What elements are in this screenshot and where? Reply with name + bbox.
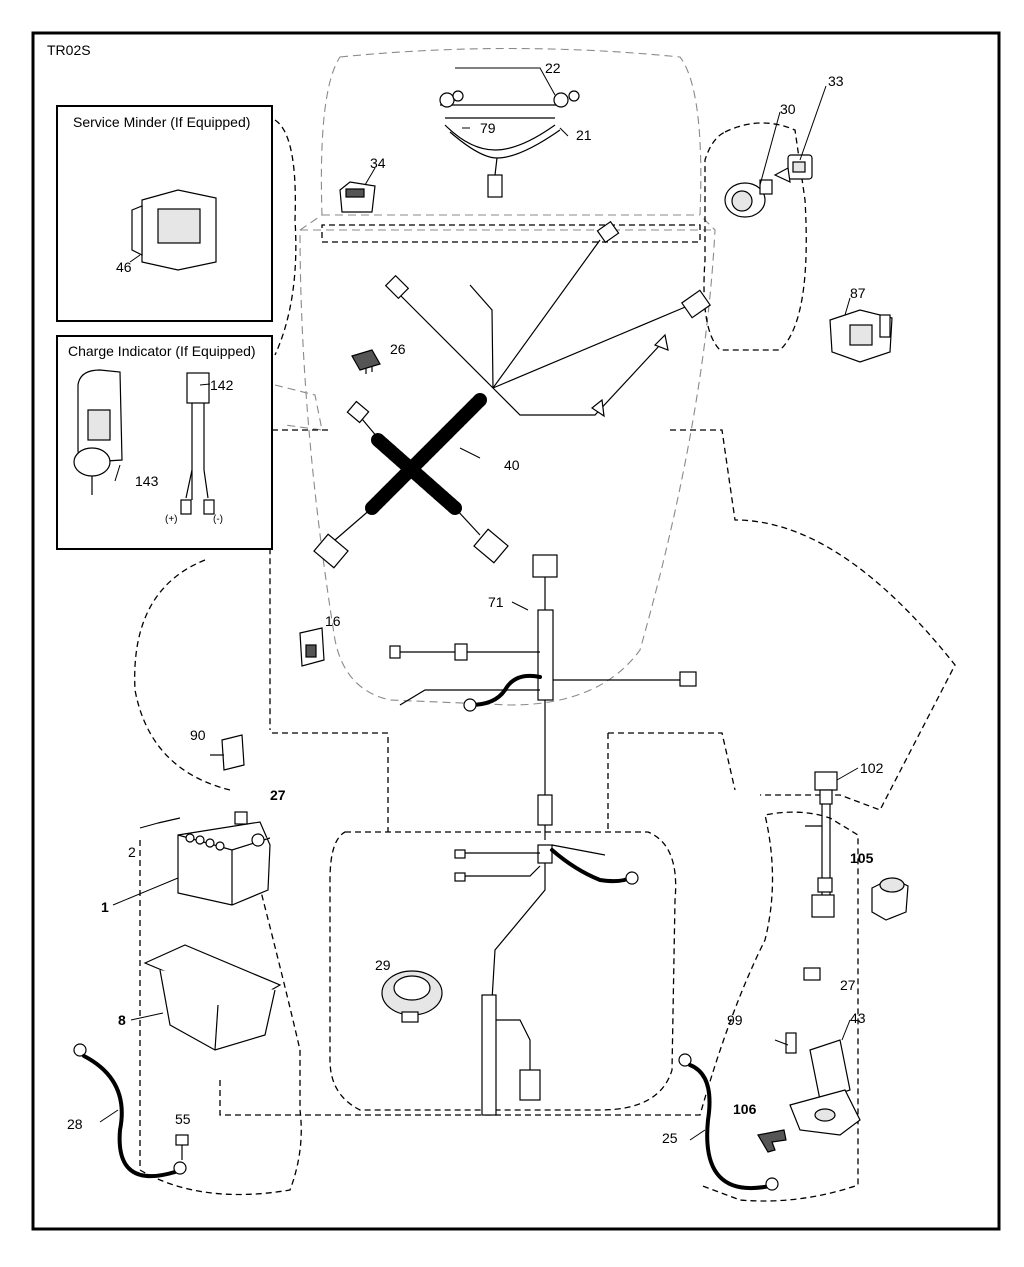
tractor-body-outline [274,47,716,706]
fuse-part [351,349,381,374]
callout-21: 21 [576,127,592,143]
battery-bolt-part [157,811,248,825]
service-minder-title: Service Minder (If Equipped) [73,114,250,130]
ignition-key-part [773,154,813,184]
relay-part [299,627,325,667]
callout-27b: 27 [840,977,856,993]
callout-142: 142 [210,377,234,393]
charge-indicator-part [73,369,123,495]
cable-clip-part [757,1129,787,1153]
callout-29: 29 [375,957,391,973]
callout-22: 22 [545,60,561,76]
callout-33: 33 [828,73,844,89]
callout-106: 106 [733,1101,757,1117]
callouts: 22 79 21 33 30 34 46 87 26 142 143 40 71… [67,60,884,1146]
main-harness [313,220,712,569]
leader-lines [99,67,859,1141]
solenoid-part [210,734,245,771]
ignition-switch-part [724,179,773,218]
charge-indicator-box: Charge Indicator (If Equipped) (+) (-) [56,335,273,550]
callout-87: 87 [850,285,866,301]
callout-2: 2 [128,844,136,860]
diagram-code: TR02S [47,42,91,58]
zone-outlines [134,119,956,1202]
grommet-part [381,970,443,1023]
harness-adapter-part [180,372,215,515]
headlight-assembly [439,90,580,198]
battery-part [177,821,271,906]
charge-indicator-title: Charge Indicator (If Equipped) [68,343,256,359]
battery-tray-part [143,944,282,1051]
battery-cable-part [73,1043,187,1179]
callout-143: 143 [135,473,159,489]
terminal-bolt-part [175,1134,189,1160]
service-minder-box: Service Minder (If Equipped) [56,105,273,322]
switch-105-part [871,877,909,921]
callout-105: 105 [850,850,874,866]
callout-1: 1 [101,899,109,915]
polarity-negative: (-) [213,514,223,525]
service-minder-part [131,189,217,271]
callout-40: 40 [504,457,520,473]
callout-16: 16 [325,613,341,629]
interlock-harness [805,771,838,918]
callout-34: 34 [370,155,386,171]
pto-switch-part [829,309,893,363]
callout-26: 26 [390,341,406,357]
diagram-frame [31,31,1001,1231]
callout-90: 90 [190,727,206,743]
callout-30: 30 [780,101,796,117]
callout-71: 71 [488,594,504,610]
callout-8: 8 [118,1012,126,1028]
callout-102: 102 [860,760,884,776]
callout-55: 55 [175,1111,191,1127]
harness-71 [389,554,697,1116]
callout-99: 99 [727,1012,743,1028]
light-switch-part [339,181,376,213]
callout-28: 28 [67,1116,83,1132]
starter-solenoid-part [785,967,861,1136]
callout-25: 25 [662,1130,678,1146]
callout-46: 46 [116,259,132,275]
callout-43: 43 [850,1010,866,1026]
ground-cable-part [678,1053,779,1191]
callout-27a: 27 [270,787,286,803]
polarity-positive: (+) [165,514,178,525]
callout-79: 79 [480,120,496,136]
